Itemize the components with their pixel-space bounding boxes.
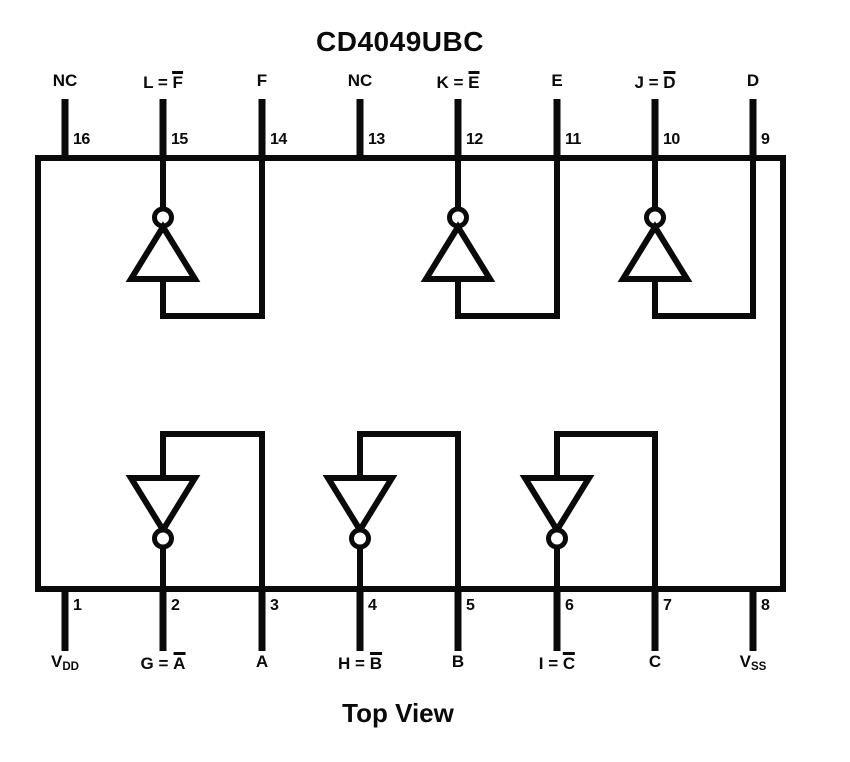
- inverter-triangle-icon: [125, 221, 201, 282]
- pin-label: A: [256, 652, 268, 672]
- pin-label: VDD: [51, 652, 79, 677]
- pin-label: I = C: [538, 652, 576, 674]
- pin-number: 16: [73, 131, 90, 148]
- pin-label-text: L =: [143, 73, 173, 92]
- pin-label-text: B: [451, 652, 465, 671]
- pin-label: NC: [348, 71, 373, 91]
- pin-label-text: V: [739, 652, 751, 671]
- inverter-triangle-icon: [322, 475, 398, 536]
- pin-label: K = E: [437, 71, 480, 93]
- pin-label-overbar-text: B: [369, 652, 382, 673]
- pin-number: 6: [565, 597, 574, 614]
- inverter-input-route: [160, 431, 265, 589]
- inverter-triangle-icon: [125, 475, 201, 536]
- pin-number: 7: [663, 597, 672, 614]
- pin-label-text: NC: [347, 71, 373, 90]
- pin-label-text: K =: [436, 73, 469, 92]
- pin-label-text: A: [255, 652, 269, 671]
- pin-label: VSS: [740, 652, 767, 677]
- pin-label: F: [257, 71, 267, 91]
- inverter-input-route: [160, 158, 265, 319]
- pin-number: 3: [270, 597, 279, 614]
- pin-number: 9: [761, 131, 770, 148]
- inverter-gate-top-3: [617, 158, 756, 319]
- pin-label: G = A: [141, 652, 186, 674]
- pin-number: 12: [466, 131, 483, 148]
- pin-label-text: NC: [52, 71, 78, 90]
- pin-label: B: [452, 652, 464, 672]
- inversion-bubble-icon: [349, 527, 371, 550]
- inverter-gate-bottom-1: [125, 431, 265, 589]
- inverter-gate-bottom-3: [519, 431, 658, 589]
- inverter-triangle-icon: [617, 221, 693, 282]
- pin-label: C: [649, 652, 661, 672]
- pin-label-text: J =: [634, 73, 664, 92]
- inverter-input-route: [357, 431, 461, 589]
- pin-label-text: E: [551, 71, 563, 90]
- pin-label-text: I =: [538, 654, 563, 673]
- pin-number: 4: [368, 597, 377, 614]
- inverter-input-route: [455, 158, 560, 319]
- pin-number: 2: [171, 597, 180, 614]
- view-caption: Top View: [342, 698, 454, 728]
- pin-label-subscript-text: SS: [750, 661, 767, 674]
- pin-number: 13: [368, 131, 385, 148]
- pin-label: L = F: [143, 71, 183, 93]
- pin-label-overbar-text: F: [172, 71, 183, 92]
- pin-label-text: G =: [140, 654, 174, 673]
- pin-label-overbar-text: C: [562, 652, 576, 673]
- pin-label-overbar-text: E: [468, 71, 480, 92]
- inversion-bubble-icon: [546, 527, 568, 550]
- pin-label-text: F: [256, 71, 268, 90]
- inversion-bubble-icon: [152, 527, 174, 550]
- pin-number: 5: [466, 597, 475, 614]
- pin-label-overbar-text: A: [173, 652, 186, 673]
- pin-label-text: C: [648, 652, 662, 671]
- pin-label: D: [747, 71, 759, 91]
- chip-body-outline: [35, 155, 786, 592]
- inverter-triangle-icon: [519, 475, 595, 536]
- pin-label: NC: [53, 71, 78, 91]
- pin-number: 1: [73, 597, 82, 614]
- page-title: CD4049UBC: [316, 26, 484, 57]
- pin-number: 15: [171, 131, 188, 148]
- pin-label: J = D: [634, 71, 676, 93]
- pin-label-subscript-text: DD: [62, 661, 80, 674]
- pin-number: 8: [761, 597, 770, 614]
- pin-label-text: D: [746, 71, 760, 90]
- inverter-input-route: [554, 431, 658, 589]
- pin-label: H = B: [338, 652, 382, 674]
- pin-label: E: [551, 71, 562, 91]
- inverter-input-route: [652, 158, 756, 319]
- inverter-gate-top-2: [420, 158, 560, 319]
- pin-number: 10: [663, 131, 680, 148]
- inverter-gate-bottom-2: [322, 431, 461, 589]
- pin-label-overbar-text: D: [663, 71, 676, 92]
- pin-number: 11: [565, 131, 581, 148]
- pin-number: 14: [270, 131, 287, 148]
- inverter-triangle-icon: [420, 221, 496, 282]
- pin-label-text: V: [50, 652, 63, 671]
- pin-label-text: H =: [338, 654, 370, 673]
- inverter-gate-top-1: [125, 158, 265, 319]
